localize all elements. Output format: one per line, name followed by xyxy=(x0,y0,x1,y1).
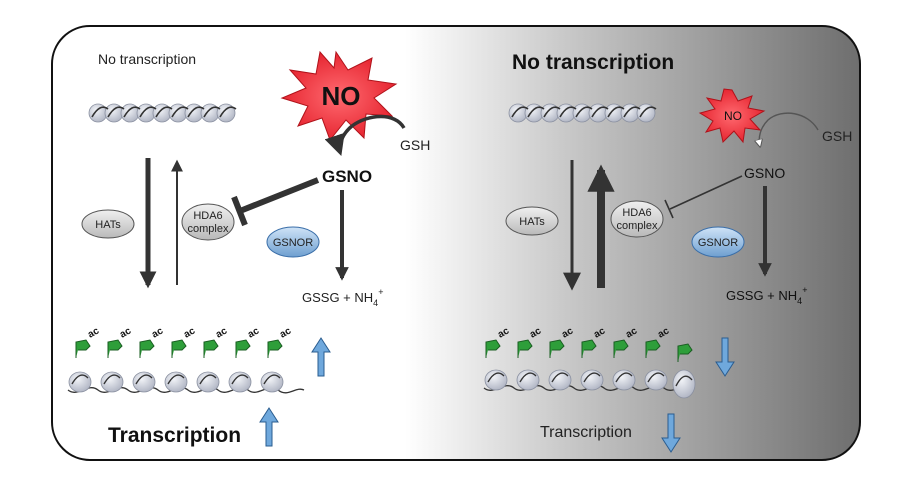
left-open-chromatin: ac ac ac ac ac ac ac xyxy=(67,325,305,394)
right-bottom-label: Transcription xyxy=(540,424,632,441)
right-acetylation-down-indicator xyxy=(715,337,735,377)
right-hats-label: HATs xyxy=(519,216,545,228)
svg-text:ac: ac xyxy=(560,325,576,340)
left-transcription-up-indicator xyxy=(259,407,279,447)
left-gsno-label: GSNO xyxy=(322,167,372,186)
left-hats-label: HATs xyxy=(95,219,121,231)
svg-text:ac: ac xyxy=(150,325,166,340)
right-top-label: No transcription xyxy=(512,51,674,74)
svg-text:ac: ac xyxy=(118,325,134,340)
left-panel: No transcription HATs xyxy=(67,50,430,447)
left-gsh-arrow xyxy=(324,114,406,156)
left-hda6-line1: HDA6 xyxy=(193,210,222,222)
left-hda6-line2: complex xyxy=(188,223,229,235)
right-no-burst: NO xyxy=(698,88,766,144)
left-acetyl-flags: ac ac ac ac ac ac ac xyxy=(75,325,294,358)
left-acetylation-up-indicator xyxy=(311,337,331,377)
svg-text:ac: ac xyxy=(656,325,672,340)
svg-text:ac: ac xyxy=(592,325,608,340)
right-gsh-label: GSH xyxy=(822,128,852,144)
right-gsh-arrow xyxy=(759,112,819,146)
left-gsh-label: GSH xyxy=(400,137,430,153)
left-hats-enzyme: HATs xyxy=(81,209,135,239)
left-no-burst: NO xyxy=(280,50,398,142)
left-hda6-complex: HDA6 complex xyxy=(181,203,235,241)
right-hda6-line1: HDA6 xyxy=(622,207,651,219)
svg-text:ac: ac xyxy=(214,325,230,340)
right-products: GSSG + NH4+ xyxy=(726,285,807,306)
right-hda6-complex: HDA6 complex xyxy=(610,200,664,238)
left-gsnor-enzyme: GSNOR xyxy=(266,226,320,258)
left-no-label: NO xyxy=(322,81,361,111)
left-top-label: No transcription xyxy=(98,51,196,67)
right-no-label: NO xyxy=(724,109,742,123)
right-inhibition xyxy=(664,175,743,219)
right-gsnor-enzyme: GSNOR xyxy=(691,226,745,258)
left-nucleosome-row xyxy=(68,371,284,393)
svg-text:ac: ac xyxy=(246,325,262,340)
right-gsnor-label: GSNOR xyxy=(698,237,738,249)
right-condensed-chromatin xyxy=(508,103,657,123)
right-acetyl-flags: ac ac ac ac ac ac xyxy=(485,325,693,362)
svg-text:ac: ac xyxy=(496,325,512,340)
right-hda6-line2: complex xyxy=(617,220,658,232)
left-gsnor-label: GSNOR xyxy=(273,237,313,249)
left-products: GSSG + NH4+ xyxy=(302,287,383,308)
svg-text:ac: ac xyxy=(278,325,294,340)
left-inhibition xyxy=(231,177,320,227)
right-nucleosome-row xyxy=(484,369,696,399)
right-panel: No transcription HATs HDA6 complex xyxy=(483,51,852,453)
right-hats-enzyme: HATs xyxy=(505,206,559,236)
right-transcription-down-indicator xyxy=(661,413,681,453)
svg-text:ac: ac xyxy=(86,325,102,340)
right-open-chromatin: ac ac ac ac ac ac xyxy=(483,325,696,399)
svg-text:ac: ac xyxy=(182,325,198,340)
svg-text:ac: ac xyxy=(624,325,640,340)
left-condensed-chromatin xyxy=(88,103,237,123)
left-bottom-label: Transcription xyxy=(108,424,241,447)
right-gsno-label: GSNO xyxy=(744,165,785,181)
svg-text:ac: ac xyxy=(528,325,544,340)
